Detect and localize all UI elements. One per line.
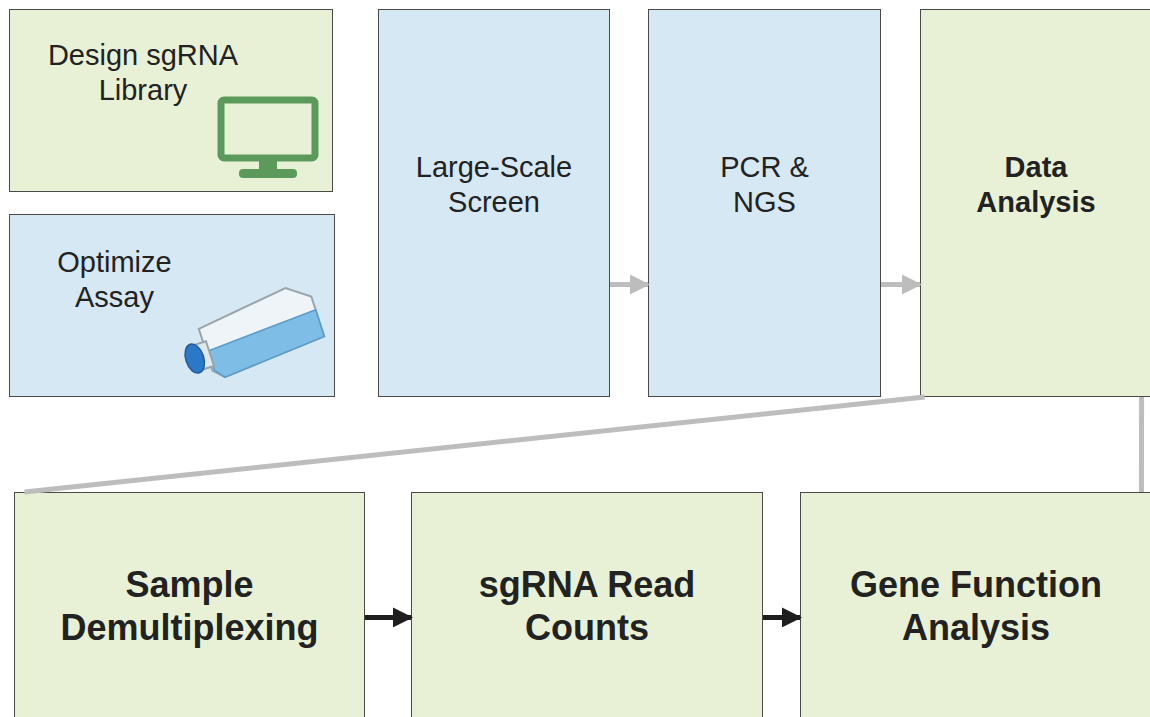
step-label: Gene Function Analysis (826, 563, 1126, 649)
zoom-line (1139, 397, 1144, 492)
step-label: Design sgRNA Library (28, 38, 258, 108)
monitor-icon (221, 100, 315, 178)
step-label: Large-Scale Screen (392, 150, 597, 220)
step-label: PCR & NGS (705, 150, 825, 220)
step-box-bold: Data Analysis (920, 9, 1150, 397)
flow-arrow (365, 615, 411, 620)
flow-arrow (763, 615, 800, 620)
step-box-bold: Gene Function Analysis (800, 492, 1150, 717)
step-box-bold: Sample Demultiplexing (14, 492, 365, 717)
step-box: Large-Scale Screen (378, 9, 610, 397)
step-box: PCR & NGS (648, 9, 881, 397)
step-label: Optimize Assay (32, 245, 197, 315)
flask-icon (174, 281, 327, 387)
step-label: Sample Demultiplexing (30, 563, 350, 649)
step-box: Optimize Assay (9, 214, 335, 397)
flow-arrow (881, 282, 920, 287)
step-box-bold: sgRNA Read Counts (411, 492, 763, 717)
zoom-line (25, 397, 925, 492)
flow-arrow (610, 282, 648, 287)
step-box: Design sgRNA Library (9, 9, 333, 192)
step-label: Data Analysis (954, 150, 1119, 220)
step-label: sgRNA Read Counts (456, 563, 718, 649)
